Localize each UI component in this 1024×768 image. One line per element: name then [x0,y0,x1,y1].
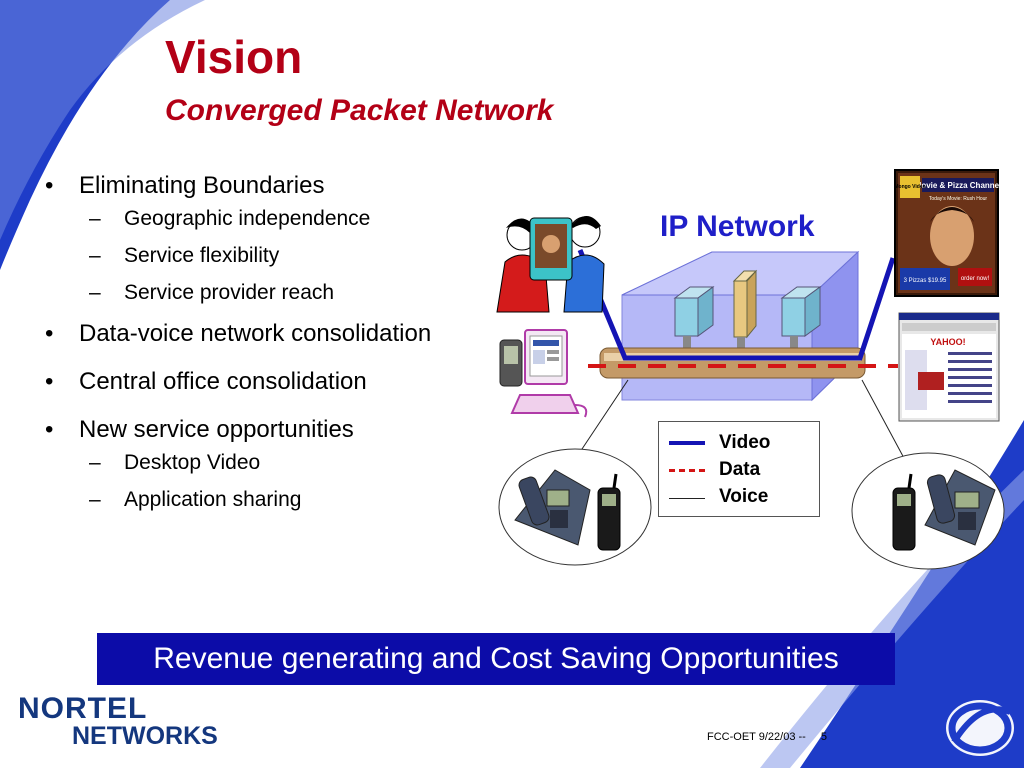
sub-bullet-list: –Geographic independence –Service flexib… [79,206,505,306]
cell-phone-icon [892,473,916,551]
logo-line-1: NORTEL [18,692,148,725]
sub-bullet-text: Geographic independence [124,207,371,230]
sub-bullet-text: Desktop Video [124,451,261,474]
voice-line [861,379,906,461]
bullet-item: • Eliminating Boundaries –Geographic ind… [45,172,505,306]
tv-channel-title: Movie & Pizza Channel [915,181,1002,190]
bullet-dot: • [45,320,54,347]
nortel-logo: NORTEL NETWORKS [18,692,218,750]
server-tower-icon [732,269,758,349]
sub-bullet-item: –Geographic independence [89,207,371,230]
users-with-tablet-icon [496,216,605,313]
sub-bullet-text: Service provider reach [124,281,335,304]
sub-bullet-item: –Service flexibility [89,244,280,267]
tv-sub-caption: Today's Movie: Rush Hour [929,196,988,202]
legend-label: Voice [719,486,769,507]
network-switch-icon [780,286,822,350]
backbone-pipe [599,347,866,379]
ip-network-label: IP Network [660,210,815,243]
bullet-item: • New service opportunities –Desktop Vid… [45,416,505,513]
legend-swatch-voice [669,498,705,499]
banner: Revenue generating and Cost Saving Oppor… [97,633,895,685]
bullet-dot: • [45,368,54,395]
logo-line-2: NETWORKS [72,722,218,750]
page-number: 5 [820,731,828,743]
cell-phone-icon [597,473,621,551]
desk-phone-icon [514,469,591,546]
legend-swatch-data [669,469,705,472]
browser-window: YAHOO! [898,312,1000,422]
sub-bullet-item: –Service provider reach [89,281,335,304]
laptop-icon [510,329,588,418]
sub-bullet-text: Service flexibility [124,244,280,267]
tv-price-label: 3 Pizzas $19.95 [904,278,947,284]
bullet-list: • Eliminating Boundaries –Geographic ind… [45,172,505,527]
legend-label: Video [719,432,771,453]
network-switch-icon [673,286,715,350]
bullet-text: New service opportunities [79,416,354,443]
globe-logo-icon [946,700,1014,756]
legend-label: Data [719,459,761,480]
bullet-item: • Central office consolidation [45,368,505,396]
slide-subtitle: Converged Packet Network [165,94,554,127]
browser-logo: YAHOO! [930,337,965,347]
bullet-dot: • [45,172,54,199]
tv-order-label: order now! [961,276,990,282]
legend-swatch-video [669,441,705,445]
sub-bullet-list: –Desktop Video –Application sharing [79,450,505,513]
bullet-text: Eliminating Boundaries [79,172,325,199]
legend: Video Data Voice [658,421,820,517]
phones-left-group [498,448,652,566]
footer-text: FCC-OET 9/22/03 -- [707,731,806,743]
sub-bullet-item: –Application sharing [89,488,302,511]
bullet-text: Central office consolidation [79,368,367,395]
phones-right-group [851,452,1005,570]
bullet-item: • Data-voice network consolidation [45,320,505,348]
tv-side-badge: Mongo Video [894,184,925,190]
bullet-dot: • [45,416,54,443]
footer: FCC-OET 9/22/03 -- 5 [707,731,827,743]
sub-bullet-item: –Desktop Video [89,451,261,474]
video-screen: Movie & Pizza Channel Today's Movie: Rus… [894,169,1002,297]
sub-bullet-text: Application sharing [124,488,302,511]
bullet-text: Data-voice network consolidation [79,320,432,347]
slide-title: Vision [165,31,303,83]
pda-icon [499,339,523,387]
desk-phone-icon [924,469,996,546]
voice-line [577,379,629,456]
network-diagram: Movie & Pizza Channel Today's Movie: Rus… [496,169,1005,570]
